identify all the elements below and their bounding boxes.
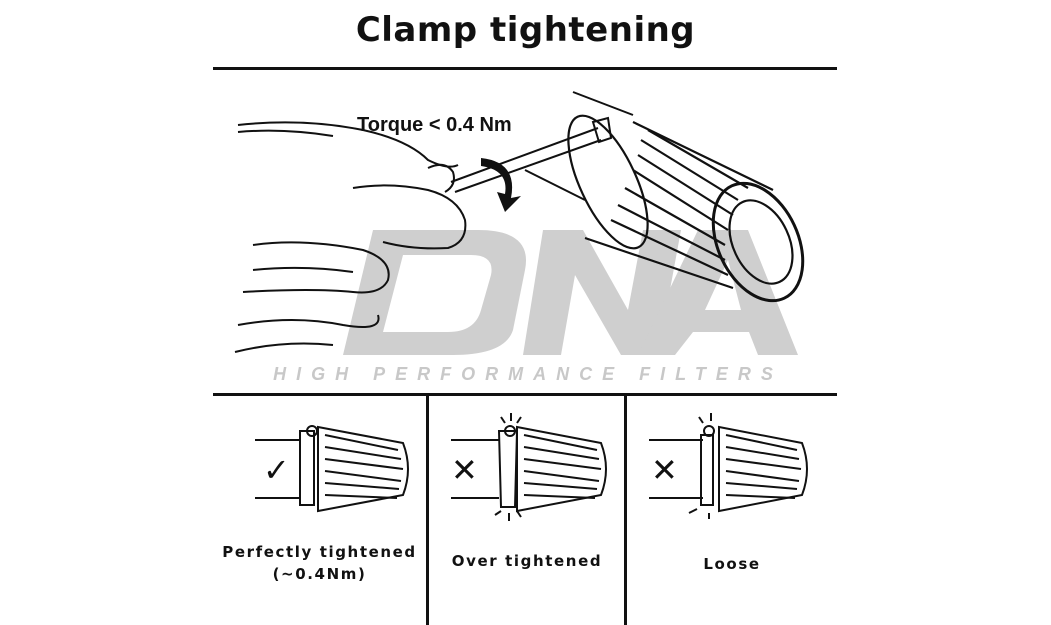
hand-drawing — [234, 121, 467, 353]
caption-line-1: Perfectly tightened — [222, 543, 417, 561]
hero-illustration: Torque < 0.4 Nm HIGH PERFORMANCE FILTERS — [213, 70, 837, 392]
hand-screwdriver-filter-drawing — [234, 91, 805, 355]
check-icon: ✓ — [263, 451, 290, 489]
filter-clamp-over-drawing — [451, 413, 607, 521]
torque-label: Torque < 0.4 Nm — [357, 114, 512, 136]
panel-caption: Loose — [627, 553, 837, 575]
filter-clamp-loose-drawing — [649, 413, 808, 519]
cross-icon: ✕ — [651, 451, 678, 489]
caption-line-2: (~0.4Nm) — [272, 565, 367, 583]
panel-caption: Perfectly tightened (~0.4Nm) — [213, 541, 426, 585]
filter-clamp-tight-drawing — [255, 425, 409, 513]
cross-icon: ✕ — [451, 451, 478, 489]
panels-divider — [213, 393, 837, 396]
panel-perfectly-tightened: ✓ Perfectly tightened (~0.4Nm) — [213, 395, 426, 625]
watermark-tagline: HIGH PERFORMANCE FILTERS — [273, 364, 783, 384]
rotation-arrow-icon — [481, 158, 521, 212]
dna-watermark-logo — [343, 230, 798, 355]
caption-line-1: Loose — [703, 555, 761, 573]
caption-line-1: Over tightened — [451, 552, 603, 570]
page-title: Clamp tightening — [355, 10, 696, 50]
hose-drawing — [524, 91, 634, 201]
panel-loose: ✕ Loose — [627, 395, 837, 625]
panel-caption: Over tightened — [429, 550, 625, 572]
air-filter-drawing — [567, 114, 805, 303]
title-divider — [213, 67, 837, 70]
screwdriver-drawing — [450, 116, 613, 193]
panel-divider-2 — [624, 395, 627, 625]
panel-over-tightened: ✕ Over tightened — [429, 395, 625, 625]
panel-divider-1 — [426, 395, 429, 625]
